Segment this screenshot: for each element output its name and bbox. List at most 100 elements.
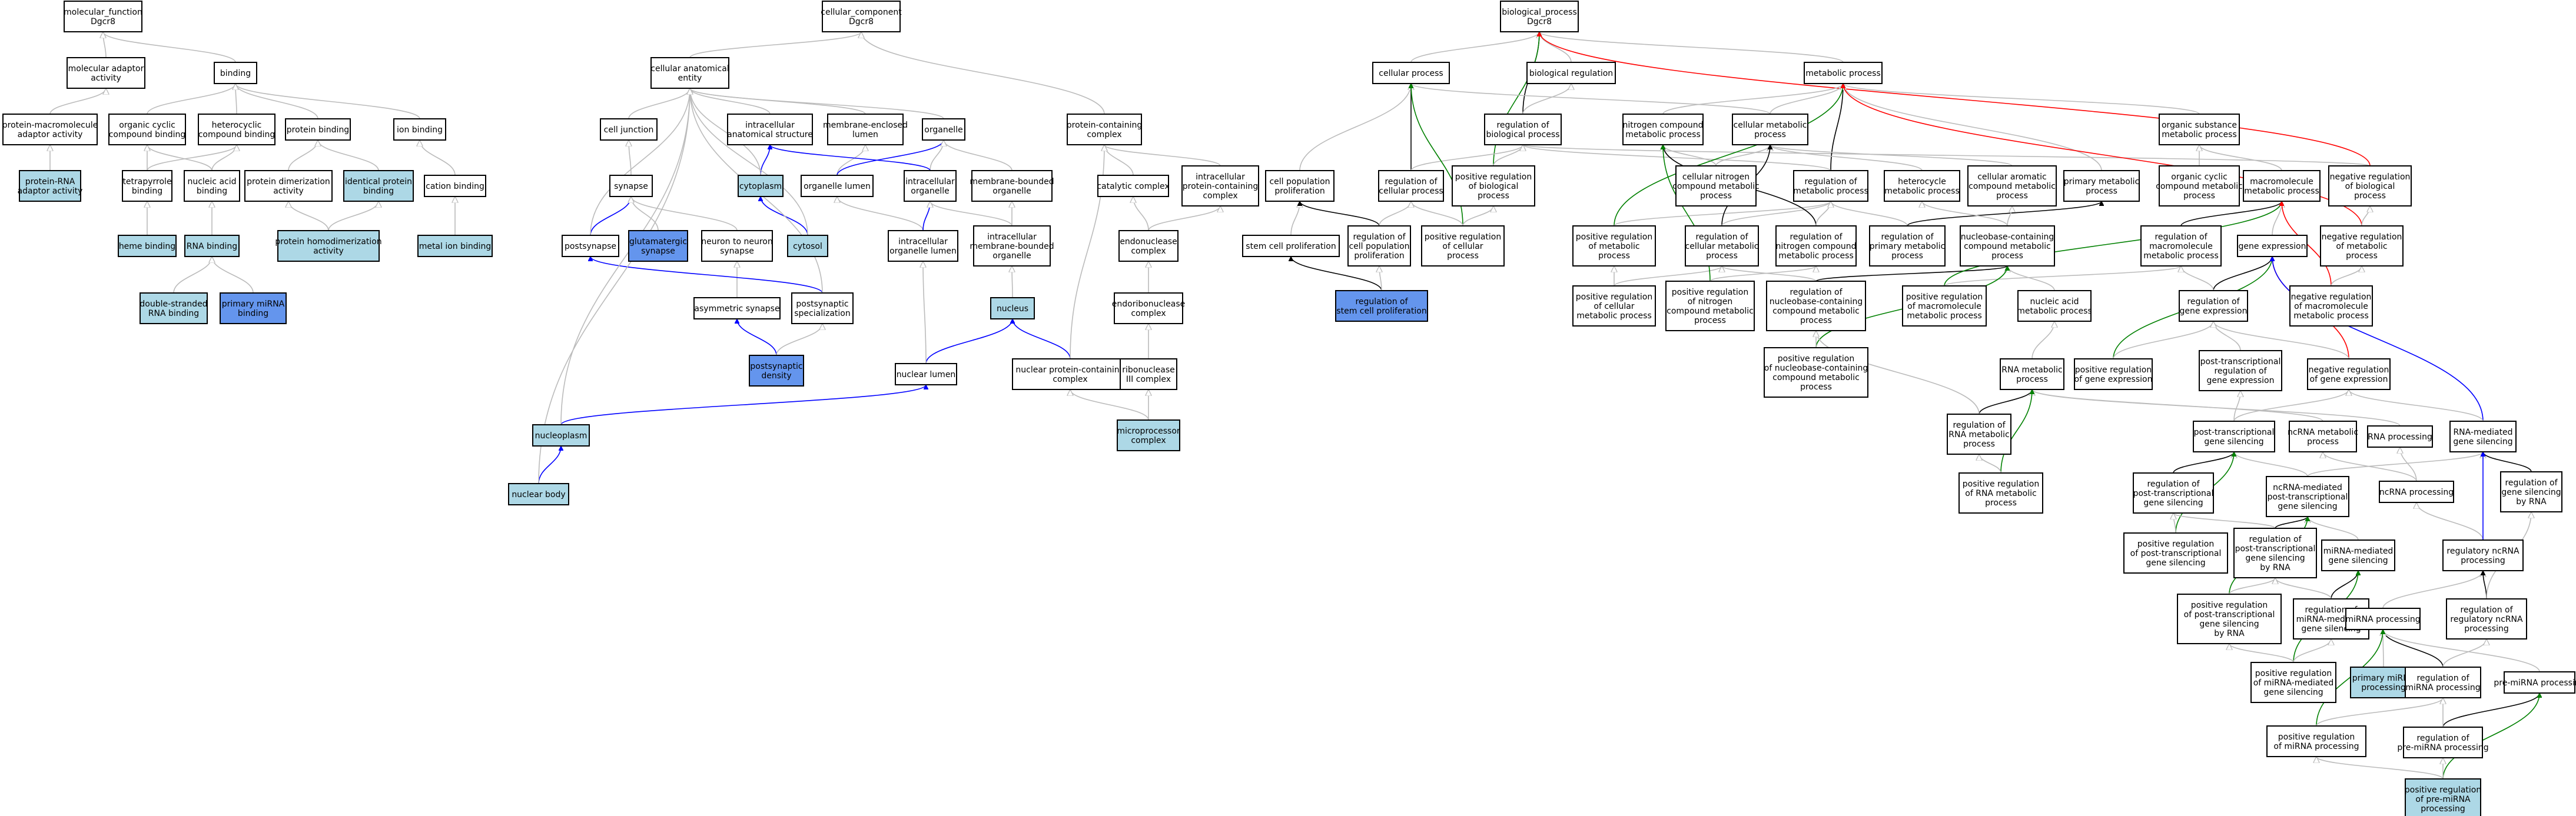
go-term-node[interactable]: metal ion binding bbox=[417, 235, 493, 257]
go-term-node[interactable]: gene expression bbox=[2237, 235, 2308, 257]
go-term-node[interactable]: organelle lumen bbox=[801, 175, 874, 197]
go-term-node[interactable]: pre-miRNA processing bbox=[2494, 671, 2576, 694]
go-term-node[interactable]: regulation ofnucleobase-containingcompou… bbox=[1766, 281, 1866, 331]
go-term-node[interactable]: synapse bbox=[609, 175, 653, 197]
go-term-node[interactable]: organelle bbox=[922, 118, 965, 141]
go-term-node[interactable]: postsynapse bbox=[562, 235, 619, 257]
go-term-node[interactable]: cytoplasm bbox=[738, 175, 784, 197]
go-term-node[interactable]: catalytic complex bbox=[1097, 175, 1170, 197]
go-term-node[interactable]: cellular process bbox=[1372, 62, 1450, 84]
go-term-node[interactable]: stem cell proliferation bbox=[1242, 235, 1340, 257]
go-term-node[interactable]: heme binding bbox=[118, 235, 177, 257]
go-term-node[interactable]: ion binding bbox=[393, 118, 446, 141]
go-term-node[interactable]: RNA processing bbox=[2367, 425, 2433, 448]
go-term-node[interactable]: miRNA processing bbox=[2345, 608, 2421, 630]
go-term-node[interactable]: protein binding bbox=[285, 118, 351, 141]
go-term-node[interactable]: RNA binding bbox=[184, 235, 240, 257]
go-term-node[interactable]: metabolic process bbox=[1804, 62, 1883, 84]
go-term-node[interactable]: nucleus bbox=[990, 297, 1035, 319]
go-term-node[interactable]: nucleoplasm bbox=[532, 424, 590, 447]
go-term-node[interactable]: biological regulation bbox=[1526, 62, 1616, 84]
go-term-node[interactable]: cell junction bbox=[600, 118, 658, 141]
